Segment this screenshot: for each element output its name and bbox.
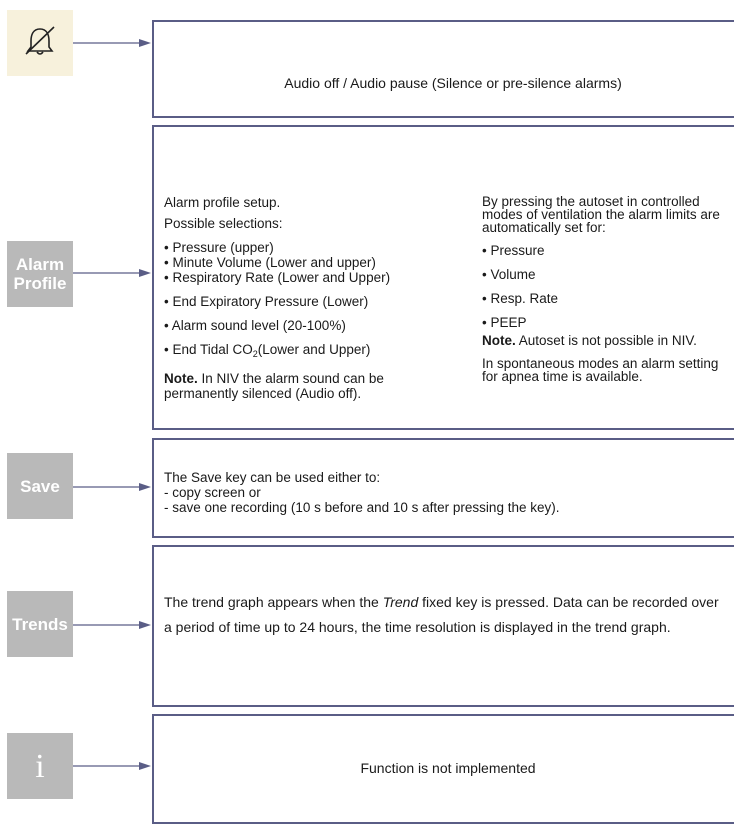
audio-off-key <box>7 10 73 76</box>
trends-text: The trend graph appears when the Trend f… <box>164 594 719 635</box>
save-line: - save one recording (10 s before and 10… <box>164 500 560 515</box>
save-line: The Save key can be used either to: <box>164 470 381 485</box>
info-box: Function is not implemented <box>152 714 734 824</box>
selection-item: • Pressure (upper) <box>164 240 274 255</box>
autoset-item: • Resp. Rate <box>482 291 559 306</box>
selection-item-etco2: • End Tidal CO2(Lower and Upper) <box>164 342 371 359</box>
arrow-trends <box>73 621 151 629</box>
selection-item: • Alarm sound level (20-100%) <box>164 318 346 333</box>
info-text: Function is not implemented <box>360 760 536 776</box>
alarm-profile-left-column: Alarm profile setup. Possible selections… <box>164 195 464 401</box>
save-line: - copy screen or <box>164 485 261 500</box>
trends-box: The trend graph appears when the Trend f… <box>152 545 734 707</box>
selection-item: • Respiratory Rate (Lower and Upper) <box>164 270 391 285</box>
alarm-profile-note: Note. In NIV the alarm sound can be perm… <box>164 371 384 401</box>
autoset-note: Note. Autoset is not possible in NIV. <box>482 333 697 348</box>
info-key: i <box>7 733 73 799</box>
selection-item: • Minute Volume (Lower and upper) <box>164 255 376 270</box>
save-box: The Save key can be used either to: - co… <box>152 438 734 538</box>
bell-off-icon <box>22 23 58 63</box>
audio-off-box: Audio off / Audio pause (Silence or pre-… <box>152 20 734 118</box>
possible-selections: Possible selections: <box>164 216 283 231</box>
alarm-profile-right-column: By pressing the autoset in controlled mo… <box>482 194 734 384</box>
arrow-alarm-profile <box>73 269 151 277</box>
trends-key: Trends <box>7 591 73 657</box>
save-key-label: Save <box>20 476 60 496</box>
audio-off-text: Audio off / Audio pause (Silence or pre-… <box>284 75 622 91</box>
alarm-profile-title: Alarm profile setup. <box>164 195 281 210</box>
autoset-item: • Volume <box>482 267 536 282</box>
save-key: Save <box>7 453 73 519</box>
selection-item: • End Expiratory Pressure (Lower) <box>164 294 369 309</box>
spontaneous-note: In spontaneous modes an alarm setting fo… <box>482 356 719 384</box>
autoset-intro: By pressing the autoset in controlled mo… <box>482 194 720 235</box>
alarm-profile-key: Alarm Profile <box>7 241 73 307</box>
info-icon: i <box>35 747 45 785</box>
autoset-item: • Pressure <box>482 243 545 258</box>
save-text: The Save key can be used either to: - co… <box>164 470 734 515</box>
alarm-profile-box: Alarm profile setup. Possible selections… <box>152 125 734 430</box>
autoset-item: • PEEP <box>482 315 527 330</box>
alarm-profile-key-label: Alarm Profile <box>13 255 67 293</box>
arrow-info <box>73 762 151 770</box>
arrow-audio <box>73 39 151 47</box>
trends-key-label: Trends <box>12 614 68 634</box>
arrow-save <box>73 483 151 491</box>
